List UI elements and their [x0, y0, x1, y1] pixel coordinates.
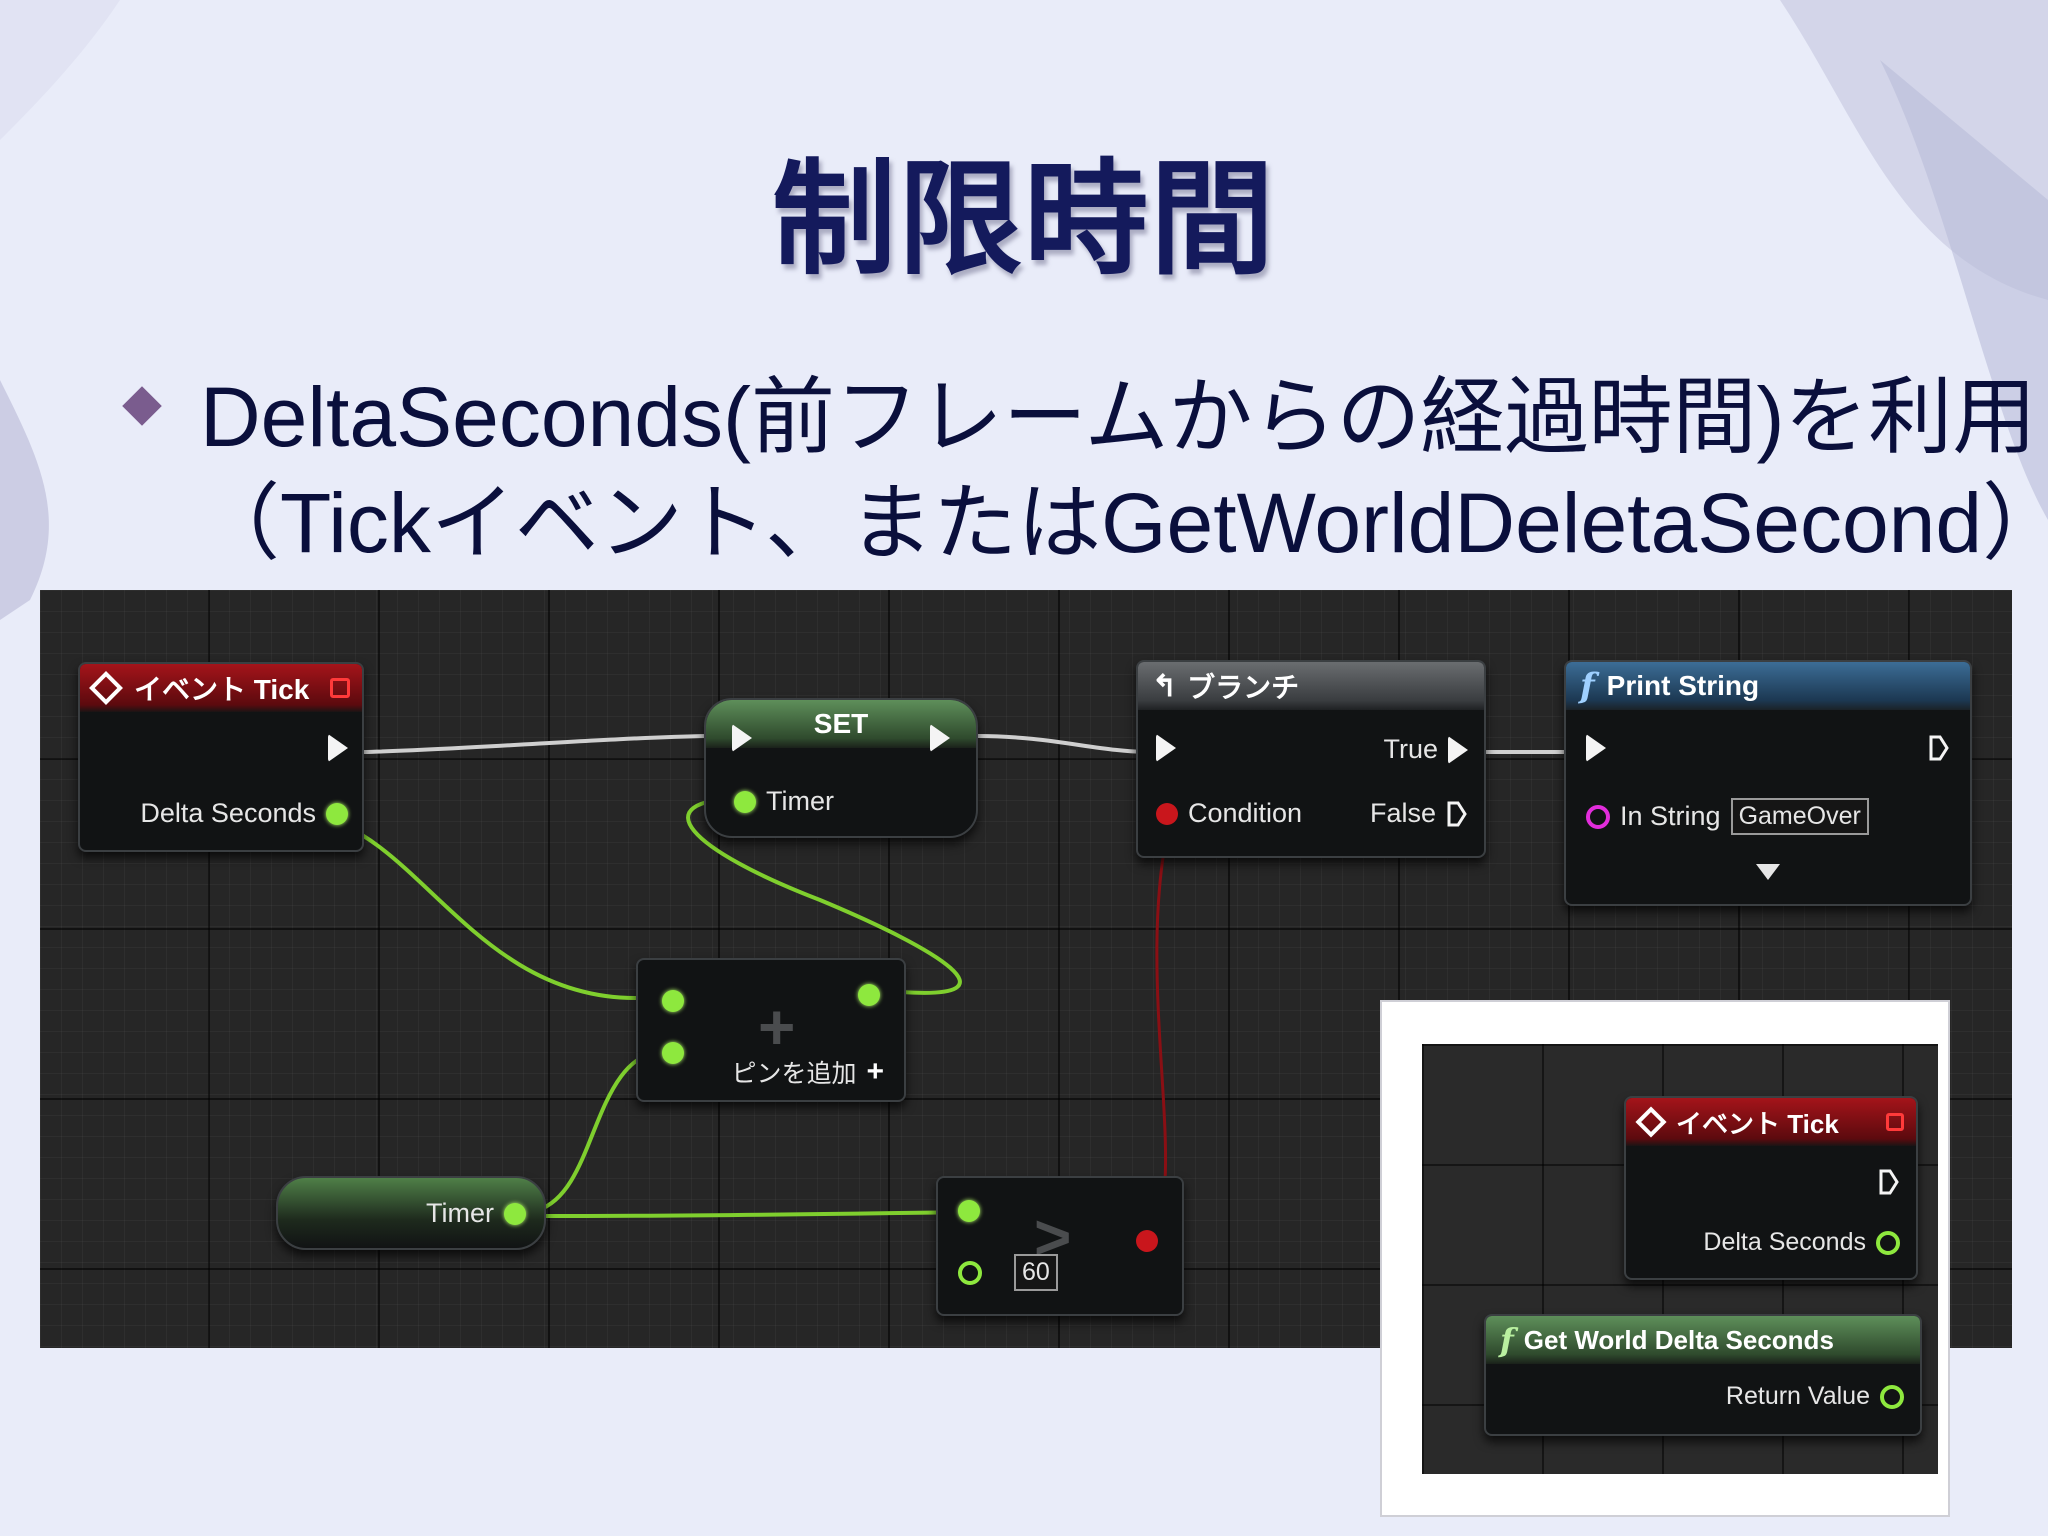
float-pin-icon[interactable] [662, 990, 684, 1012]
return-value-label: Return Value [1725, 1382, 1870, 1410]
string-pin-icon[interactable] [1586, 804, 1610, 829]
branch-arrow-icon: ↰ [1152, 669, 1178, 703]
float-pin-icon[interactable] [504, 1202, 526, 1225]
float-pin-icon[interactable] [858, 984, 880, 1006]
float-pin-icon[interactable] [734, 790, 756, 813]
get-world-delta-seconds-node[interactable]: f Get World Delta Seconds Return Value [1484, 1314, 1922, 1436]
delta-seconds-label: Delta Seconds [140, 798, 316, 828]
branch-false-label: False [1369, 798, 1436, 828]
branch-condition-label: Condition [1188, 798, 1303, 828]
inset-event-tick-title: イベント Tick [1676, 1108, 1839, 1139]
add-pin-label: ピンを追加 [731, 1060, 857, 1088]
inset-blueprint-graph: イベント Tick Delta Seconds f Get World Delt… [1422, 1044, 1938, 1474]
event-tick-node[interactable]: イベント Tick Delta Seconds [78, 662, 364, 852]
in-string-label: In String [1620, 801, 1721, 831]
set-title: SET [813, 708, 869, 739]
exec-pin-icon[interactable] [328, 734, 348, 762]
event-tick-title: イベント Tick [134, 674, 310, 705]
stop-square-icon [1886, 1113, 1904, 1131]
branch-title: ブランチ [1187, 672, 1300, 703]
bullet-text-line2: （Tickイベント、またはGetWorldDeletaSecond） [196, 476, 2048, 570]
exec-pin-icon[interactable] [1448, 735, 1468, 764]
diamond-bullet-icon [122, 386, 162, 426]
exec-pin-icon[interactable] [930, 724, 950, 752]
set-node[interactable]: SET Timer [704, 698, 978, 838]
branch-node[interactable]: ↰ ブランチ True Condition False [1136, 660, 1486, 858]
inset-delta-seconds-label: Delta Seconds [1703, 1228, 1866, 1256]
float-pin-icon[interactable] [326, 802, 348, 825]
float-pin-icon[interactable] [662, 1042, 684, 1064]
bool-pin-icon[interactable] [1136, 1230, 1158, 1252]
add-plus-watermark: + [758, 991, 796, 1063]
float-pin-icon[interactable] [958, 1200, 980, 1222]
get-world-delta-title: Get World Delta Seconds [1523, 1324, 1834, 1355]
inset-event-tick-node[interactable]: イベント Tick Delta Seconds [1624, 1096, 1918, 1280]
function-f-icon: f [1580, 666, 1595, 706]
timer-get-node[interactable]: Timer [276, 1176, 546, 1250]
float-pin-icon[interactable] [1880, 1384, 1904, 1409]
bullet-text-line1: DeltaSeconds(前フレームからの経過時間)を利用 [200, 370, 2037, 464]
compare-value-input[interactable]: 60 [1014, 1254, 1058, 1291]
bool-pin-icon[interactable] [1156, 802, 1178, 825]
float-pin-icon[interactable] [958, 1260, 982, 1285]
expand-triangle-icon[interactable] [1756, 864, 1780, 880]
print-string-title: Print String [1606, 670, 1760, 701]
event-diamond-icon [1635, 1106, 1667, 1138]
event-diamond-icon [89, 671, 123, 705]
in-string-input[interactable]: GameOver [1730, 798, 1869, 835]
blueprint-graph[interactable]: イベント Tick Delta Seconds SET Timer ↰ ブランチ… [40, 590, 2012, 1348]
stop-square-icon [330, 678, 350, 698]
branch-true-label: True [1383, 734, 1438, 764]
function-f-icon: f [1500, 1321, 1514, 1359]
exec-pin-icon[interactable] [1928, 734, 1950, 762]
timer-get-label: Timer [426, 1198, 494, 1228]
compare-node[interactable]: > 60 [936, 1176, 1184, 1316]
slide-title: 制限時間 [771, 148, 1276, 292]
exec-pin-icon[interactable] [1878, 1168, 1900, 1196]
exec-pin-icon[interactable] [1446, 800, 1468, 828]
add-node[interactable]: + ピンを追加 + [636, 958, 906, 1102]
exec-pin-icon[interactable] [1586, 734, 1606, 762]
inset-screenshot: イベント Tick Delta Seconds f Get World Delt… [1380, 1000, 1950, 1517]
add-plus-icon[interactable]: + [866, 1055, 884, 1088]
float-pin-icon[interactable] [1876, 1230, 1900, 1255]
exec-pin-icon[interactable] [732, 724, 752, 752]
exec-pin-icon[interactable] [1156, 734, 1176, 762]
print-string-node[interactable]: f Print String In String GameOver [1564, 660, 1972, 906]
set-timer-label: Timer [766, 786, 834, 816]
